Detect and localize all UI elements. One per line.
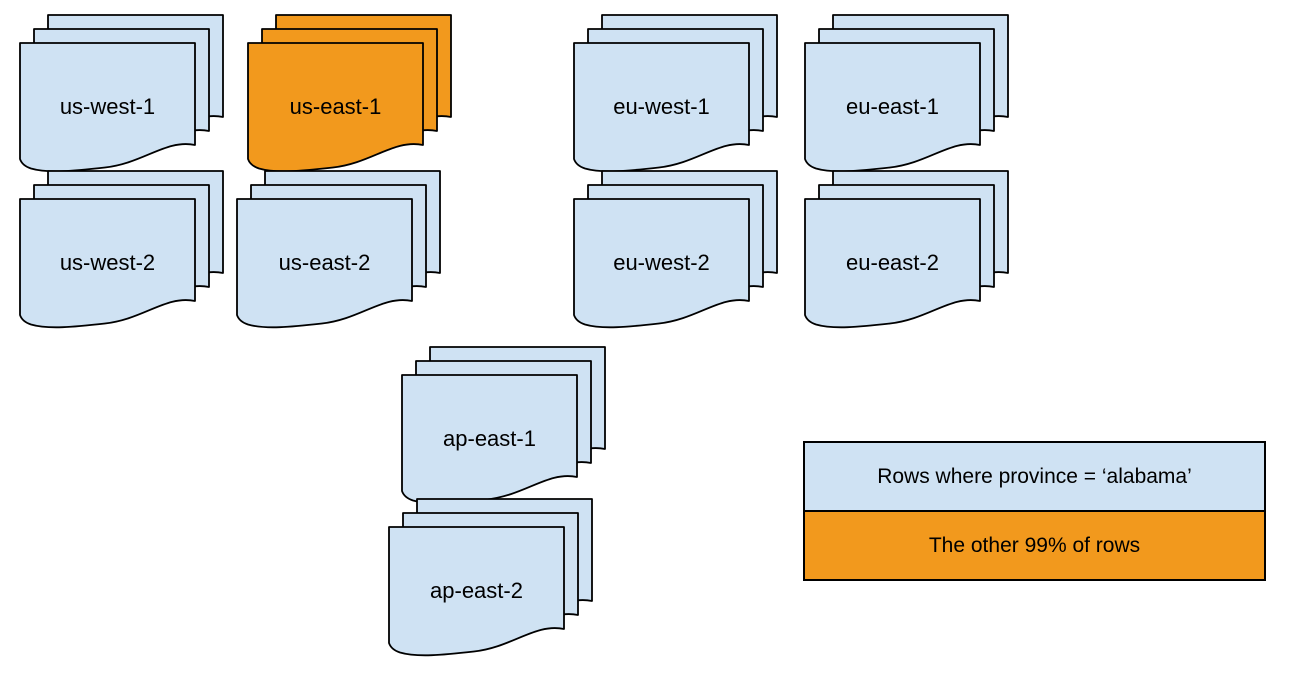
legend-item-other-rows: The other 99% of rows xyxy=(805,512,1264,579)
documents-stack-icon: us-west-1 xyxy=(19,14,224,173)
legend-item-label: Rows where province = ‘alabama’ xyxy=(877,464,1192,488)
stack-eu-east-1: eu-east-1 xyxy=(803,13,1010,177)
stack-eu-east-2: eu-east-2 xyxy=(803,169,1010,333)
stack-us-west-2: us-west-2 xyxy=(18,169,225,333)
legend: Rows where province = ‘alabama’ The othe… xyxy=(803,441,1266,581)
stack-ap-east-2: ap-east-2 xyxy=(387,497,594,661)
stack-label: us-west-1 xyxy=(60,94,155,119)
legend-item-alabama-rows: Rows where province = ‘alabama’ xyxy=(805,443,1264,512)
stack-label: eu-east-1 xyxy=(846,94,939,119)
stack-eu-west-1: eu-west-1 xyxy=(572,13,779,177)
stack-us-west-1: us-west-1 xyxy=(18,13,225,177)
documents-stack-icon: eu-west-2 xyxy=(573,170,778,329)
stack-ap-east-1: ap-east-1 xyxy=(400,345,607,509)
stack-label: us-west-2 xyxy=(60,250,155,275)
stack-eu-west-2: eu-west-2 xyxy=(572,169,779,333)
documents-stack-icon: us-east-1 xyxy=(247,14,452,173)
stack-label: eu-east-2 xyxy=(846,250,939,275)
documents-stack-icon: eu-east-2 xyxy=(804,170,1009,329)
stack-label: ap-east-1 xyxy=(443,426,536,451)
documents-stack-icon: eu-west-1 xyxy=(573,14,778,173)
stack-label: eu-west-2 xyxy=(613,250,710,275)
stack-label: us-east-1 xyxy=(290,94,382,119)
stack-us-east-1: us-east-1 xyxy=(246,13,453,177)
stack-label: us-east-2 xyxy=(279,250,371,275)
legend-item-label: The other 99% of rows xyxy=(928,533,1141,557)
documents-stack-icon: us-west-2 xyxy=(19,170,224,329)
stack-label: eu-west-1 xyxy=(613,94,710,119)
documents-stack-icon: ap-east-1 xyxy=(401,346,606,505)
stack-label: ap-east-2 xyxy=(430,578,523,603)
documents-stack-icon: eu-east-1 xyxy=(804,14,1009,173)
documents-stack-icon: us-east-2 xyxy=(236,170,441,329)
stack-us-east-2: us-east-2 xyxy=(235,169,442,333)
documents-stack-icon: ap-east-2 xyxy=(388,498,593,657)
